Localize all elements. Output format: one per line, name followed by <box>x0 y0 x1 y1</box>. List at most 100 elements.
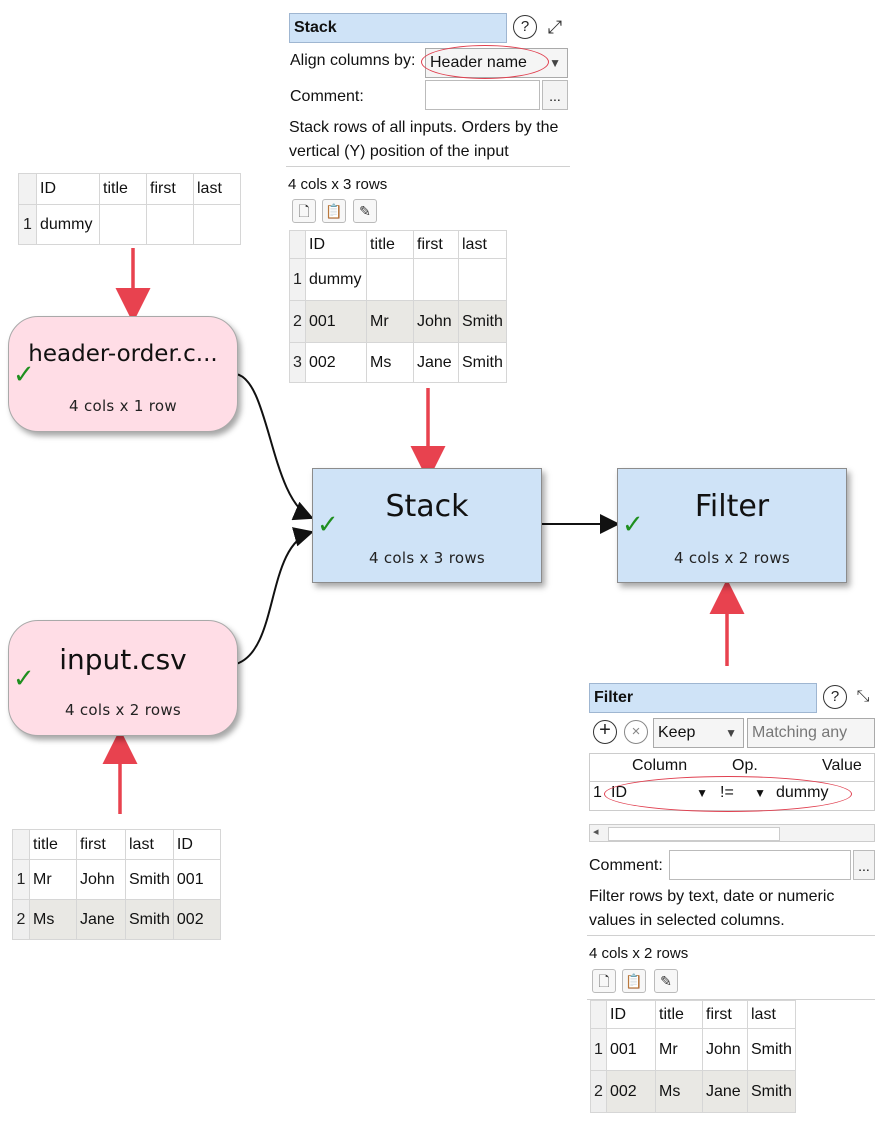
keep-value: Keep <box>658 724 696 741</box>
node-size: 4 cols x 2 rows <box>64 701 182 719</box>
header-order-node[interactable]: header-order.c... ✓ 4 cols x 1 row <box>8 316 238 432</box>
table-cell: dummy <box>305 258 367 301</box>
row-number: 2 <box>12 899 30 940</box>
pencil-icon[interactable]: ✎ <box>353 199 377 223</box>
description-line-2: vertical (Y) position of the input <box>289 143 509 160</box>
column-header: last <box>458 230 507 259</box>
matching-select[interactable]: Matching any <box>747 718 875 748</box>
wire-header-to-stack <box>235 373 314 521</box>
wire-input-to-stack <box>235 527 314 665</box>
checkmark-icon: ✓ <box>13 359 35 389</box>
table-cell <box>458 258 507 301</box>
table-cell: John <box>76 859 126 900</box>
comment-field[interactable] <box>425 80 540 110</box>
filter-node[interactable]: Filter ✓ 4 cols x 2 rows <box>617 468 847 583</box>
new-document-icon[interactable]: 🗋 <box>292 199 316 223</box>
column-header: last <box>193 173 241 205</box>
table-cell: Mr <box>29 859 77 900</box>
comment-label: Comment: <box>290 88 364 105</box>
table-cell: 001 <box>305 300 367 343</box>
help-icon[interactable]: ? <box>823 685 847 709</box>
column-header: first <box>702 1000 748 1029</box>
checkmark-icon: ✓ <box>317 509 339 539</box>
table-cell: 001 <box>606 1028 656 1071</box>
rule-value-header: Value <box>822 757 862 774</box>
table-cell: 002 <box>305 342 367 383</box>
rule-op-header: Op. <box>732 757 758 774</box>
column-header: first <box>146 173 194 205</box>
column-header: last <box>125 829 174 860</box>
column-header: last <box>747 1000 796 1029</box>
table-cell: 002 <box>172 899 221 940</box>
table-cell <box>99 204 147 245</box>
rule-column-header: Column <box>632 757 688 774</box>
comment-more-button[interactable]: ... <box>542 80 568 110</box>
matching-value: Matching any <box>752 724 848 741</box>
comment-more-button[interactable]: ... <box>853 850 875 880</box>
table-cell: Ms <box>655 1070 703 1113</box>
stack-properties-panel: Stack ? ⤢ Align columns by: Header name … <box>286 8 570 383</box>
table-cell: Mr <box>655 1028 703 1071</box>
clipboard-icon[interactable]: 📋 <box>622 969 646 993</box>
description-line-2: values in selected columns. <box>589 912 785 929</box>
row-number: 2 <box>590 1070 607 1113</box>
table-cell: Smith <box>458 300 507 343</box>
column-header: title <box>29 829 77 860</box>
column-header: first <box>413 230 459 259</box>
panel-title: Stack <box>289 13 507 43</box>
new-document-icon[interactable]: 🗋 <box>592 969 616 993</box>
table-cell: John <box>413 300 459 343</box>
table-cell: John <box>702 1028 748 1071</box>
table-cell: Smith <box>458 342 507 383</box>
row-number: 1 <box>590 1028 607 1071</box>
header-order-preview-table: ID title first last 1 dummy <box>18 173 241 245</box>
row-number: 3 <box>289 342 306 383</box>
table-cell: 002 <box>606 1070 656 1113</box>
dropdown-arrow-icon: ▼ <box>549 56 561 70</box>
table-cell: Jane <box>413 342 459 383</box>
filter-output-table: ID title first last 1 001 Mr John Smith … <box>590 1000 796 1113</box>
pencil-icon[interactable]: ✎ <box>654 969 678 993</box>
clipboard-icon[interactable]: 📋 <box>322 199 346 223</box>
highlight-oval <box>604 776 852 812</box>
horizontal-scrollbar[interactable]: ◂ <box>589 824 875 842</box>
help-icon[interactable]: ? <box>513 15 537 39</box>
table-cell <box>193 204 241 245</box>
row-number: 1 <box>12 859 30 900</box>
node-title: Stack <box>385 489 469 524</box>
table-cell: Smith <box>747 1070 796 1113</box>
node-size: 4 cols x 1 row <box>69 397 177 415</box>
comment-field[interactable] <box>669 850 851 880</box>
node-title: header-order.c... <box>28 341 218 367</box>
table-cell <box>366 258 414 301</box>
column-header: ID <box>172 829 221 860</box>
table-cell: Jane <box>76 899 126 940</box>
table-cell: Mr <box>366 300 414 343</box>
stack-output-table: ID title first last 1 dummy 2 001 Mr Joh… <box>289 230 507 383</box>
column-header: ID <box>305 230 367 259</box>
node-title: Filter <box>694 489 770 524</box>
node-size: 4 cols x 2 rows <box>673 549 791 567</box>
table-cell: 001 <box>172 859 221 900</box>
add-icon[interactable]: + <box>593 720 617 744</box>
node-title: input.csv <box>59 643 187 676</box>
remove-icon[interactable]: × <box>624 720 648 744</box>
expand-icon[interactable]: ⤢ <box>547 17 563 37</box>
table-cell: dummy <box>36 204 100 245</box>
column-header: ID <box>606 1000 656 1029</box>
checkmark-icon: ✓ <box>13 663 35 693</box>
size-label: 4 cols x 2 rows <box>589 945 689 962</box>
table-cell: Smith <box>125 899 174 940</box>
table-cell: Smith <box>747 1028 796 1071</box>
panel-title: Filter <box>589 683 817 713</box>
expand-icon[interactable]: ⤡ <box>856 688 870 705</box>
input-csv-node[interactable]: input.csv ✓ 4 cols x 2 rows <box>8 620 238 736</box>
table-cell <box>146 204 194 245</box>
filter-properties-panel: Filter ? ⤡ + × Keep ▼ Matching any Colum… <box>587 680 875 1113</box>
keep-select[interactable]: Keep ▼ <box>653 718 744 748</box>
description-line-1: Stack rows of all inputs. Orders by the <box>289 119 559 136</box>
size-label: 4 cols x 3 rows <box>288 176 388 193</box>
stack-node[interactable]: Stack ✓ 4 cols x 3 rows <box>312 468 542 583</box>
column-header: title <box>655 1000 703 1029</box>
row-number: 1 <box>289 258 306 301</box>
